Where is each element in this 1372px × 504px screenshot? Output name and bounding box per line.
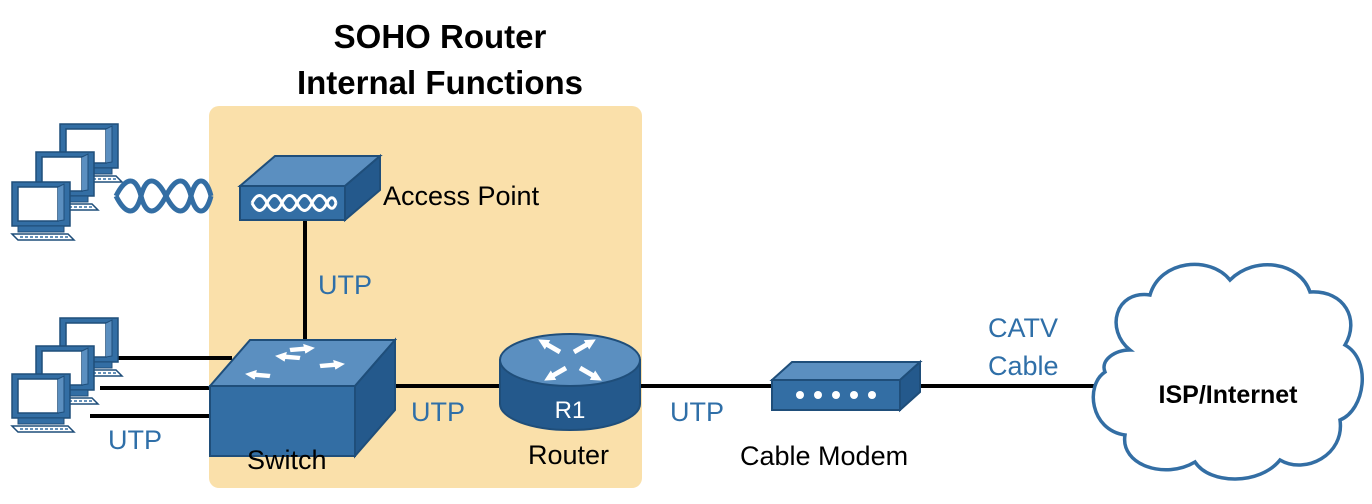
cable-modem-icon [769,359,923,413]
router-label: Router [528,440,609,470]
switch-router-cable-label: UTP [411,397,465,427]
pc-switch-cable-label: UTP [108,425,162,455]
access-point-icon [237,153,383,223]
router-id-label: R1 [555,397,586,424]
switch-label: Switch [247,445,327,475]
access-point-label: Access Point [383,181,540,211]
diagram-title-line1: SOHO Router [334,18,547,55]
catv-cable-label-line2: Cable [988,351,1059,381]
catv-cable-label-line1: CATV [988,313,1058,343]
switch-icon [207,337,398,459]
ap-switch-cable-label: UTP [318,270,372,300]
router-modem-cable-label: UTP [670,397,724,427]
cable-modem-label: Cable Modem [740,441,908,471]
diagram-title-line2: Internal Functions [297,64,583,101]
pc-stack-icon [11,123,123,241]
router-icon [499,333,641,431]
cloud-icon [1091,262,1364,481]
cloud-label: ISP/Internet [1159,381,1299,409]
